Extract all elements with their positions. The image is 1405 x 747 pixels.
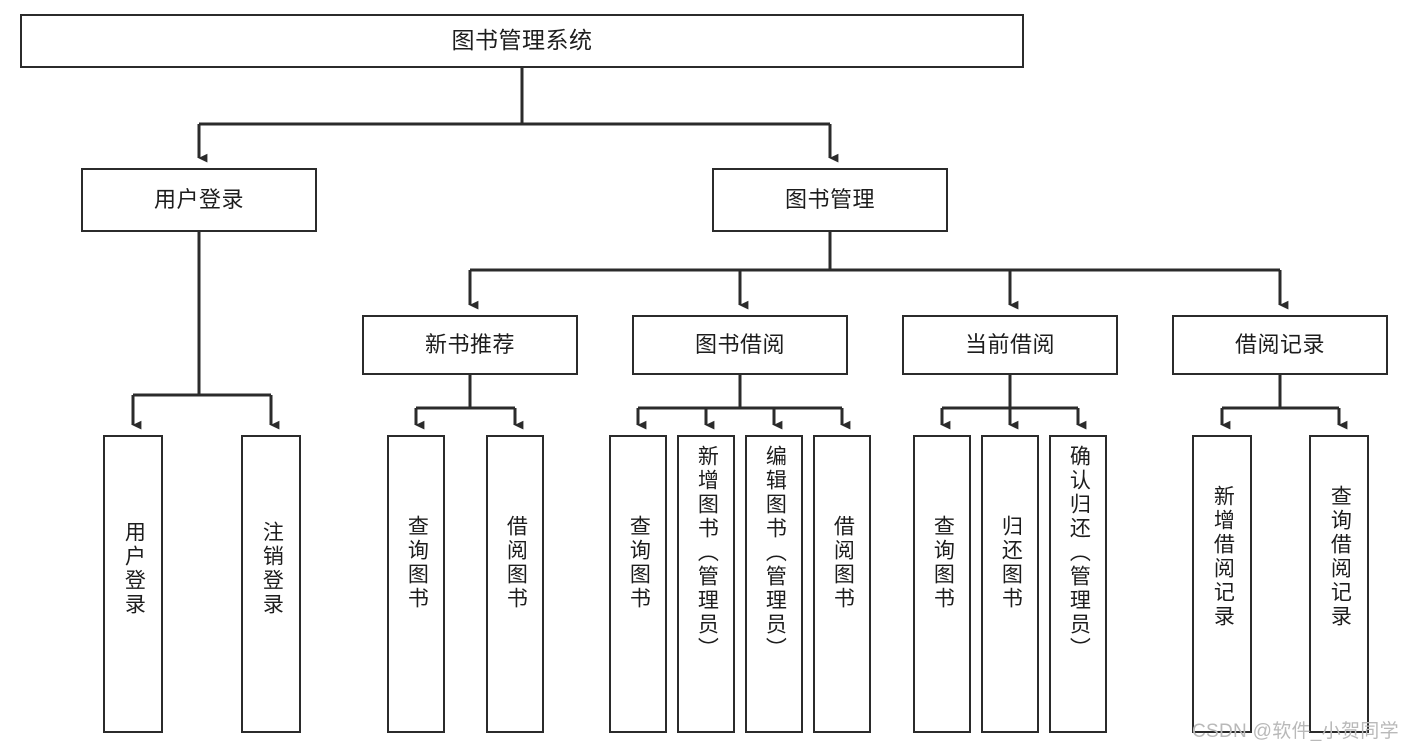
node-label: 查询借阅记录	[1328, 485, 1352, 629]
leaf-borrow-borrow-book[interactable]: 借阅图书	[813, 435, 871, 733]
leaf-user-login-signin[interactable]: 用户登录	[103, 435, 163, 733]
node-label: 借阅记录	[1234, 332, 1325, 358]
node-book-borrow[interactable]: 图书借阅	[632, 315, 848, 375]
node-label: 查询图书	[405, 515, 429, 611]
node-label: 用户登录	[153, 187, 244, 213]
leaf-records-add-record[interactable]: 新增借阅记录	[1192, 435, 1252, 733]
node-current-borrow[interactable]: 当前借阅	[902, 315, 1118, 375]
node-user-login[interactable]: 用户登录	[81, 168, 317, 232]
leaf-borrow-edit-book-admin[interactable]: 编辑图书（管理员）	[745, 435, 803, 733]
node-label: 新增借阅记录	[1211, 485, 1235, 629]
node-label: 新增图书（管理员）	[695, 445, 719, 661]
node-book-management[interactable]: 图书管理	[712, 168, 948, 232]
node-label: 图书借阅	[694, 332, 785, 358]
node-label: 注销登录	[260, 521, 284, 617]
leaf-new-book-borrow[interactable]: 借阅图书	[486, 435, 544, 733]
leaf-records-query-record[interactable]: 查询借阅记录	[1309, 435, 1369, 733]
node-borrow-records[interactable]: 借阅记录	[1172, 315, 1388, 375]
leaf-current-return-book[interactable]: 归还图书	[981, 435, 1039, 733]
node-label: 用户登录	[122, 521, 146, 617]
node-label: 编辑图书（管理员）	[763, 445, 787, 661]
node-new-book-recommend[interactable]: 新书推荐	[362, 315, 578, 375]
leaf-current-confirm-return-admin[interactable]: 确认归还（管理员）	[1049, 435, 1107, 733]
leaf-borrow-add-book-admin[interactable]: 新增图书（管理员）	[677, 435, 735, 733]
node-label: 借阅图书	[504, 515, 528, 611]
node-label: 确认归还（管理员）	[1067, 445, 1091, 661]
node-label: 查询图书	[931, 515, 955, 611]
leaf-user-login-signout[interactable]: 注销登录	[241, 435, 301, 733]
leaf-new-book-query[interactable]: 查询图书	[387, 435, 445, 733]
node-label: 借阅图书	[831, 515, 855, 611]
node-label: 当前借阅	[964, 332, 1055, 358]
node-label: 归还图书	[999, 515, 1023, 611]
node-label: 查询图书	[627, 515, 651, 611]
leaf-current-query-book[interactable]: 查询图书	[913, 435, 971, 733]
node-label: 新书推荐	[424, 332, 515, 358]
node-label: 图书管理系统	[451, 27, 593, 54]
node-label: 图书管理	[784, 187, 875, 213]
leaf-borrow-query-book[interactable]: 查询图书	[609, 435, 667, 733]
node-root-system[interactable]: 图书管理系统	[20, 14, 1024, 68]
